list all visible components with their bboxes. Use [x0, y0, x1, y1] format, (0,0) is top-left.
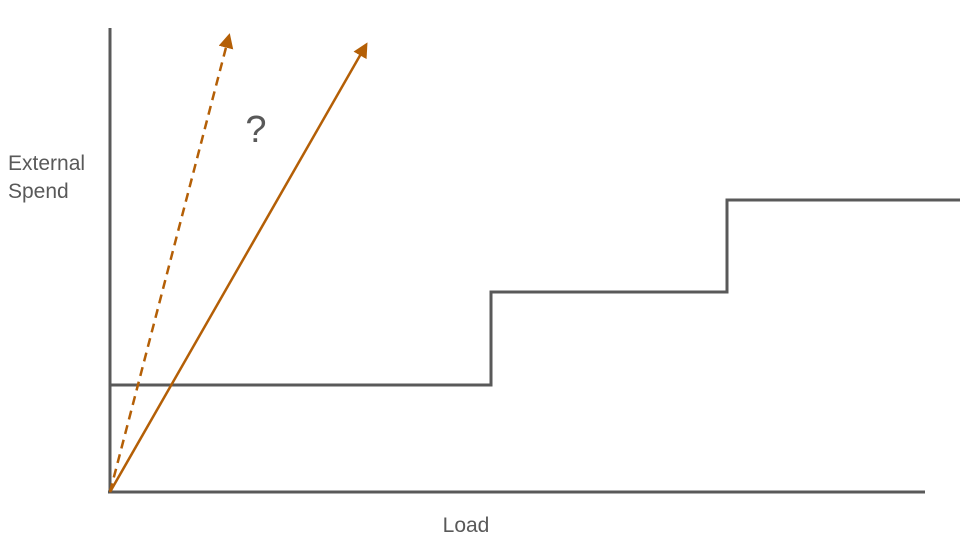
y-axis-label: External Spend — [8, 152, 91, 203]
step-cost-line — [110, 198, 960, 387]
y-axis-label-line-1: External — [8, 152, 85, 175]
linear-cost-arrow — [108, 42, 368, 493]
question-mark: ? — [245, 109, 266, 151]
x-axis-label: Load — [443, 514, 490, 537]
steeper-cost-arrow — [108, 33, 234, 493]
y-axis-label-line-2: Spend — [8, 180, 69, 203]
